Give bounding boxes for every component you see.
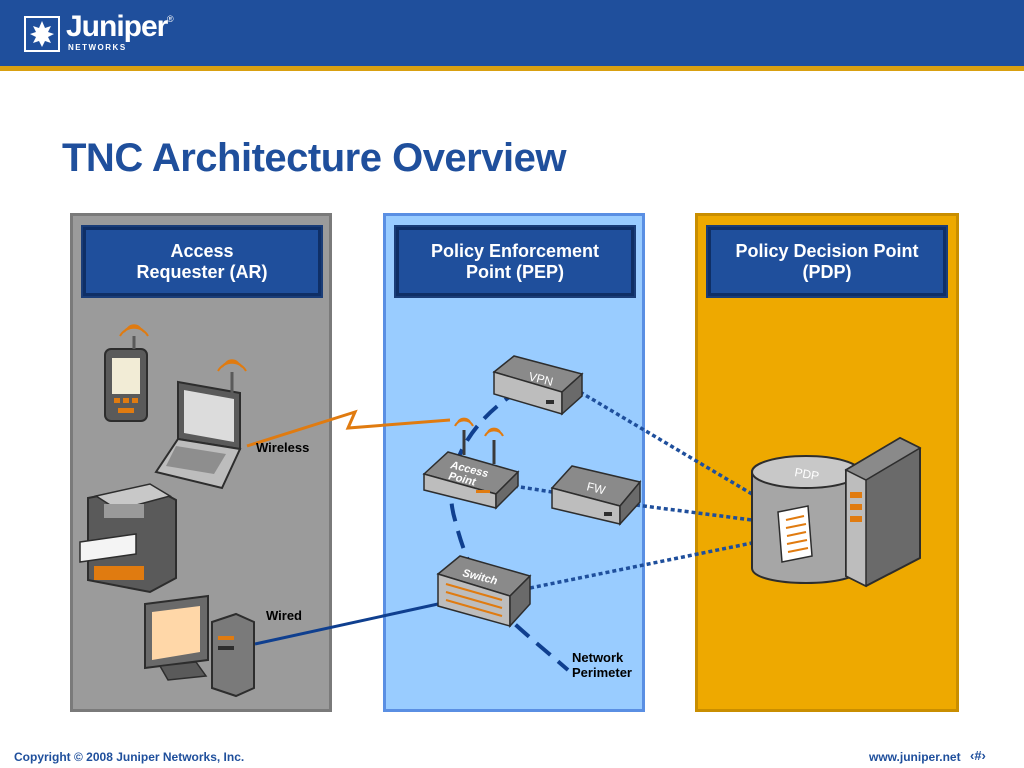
- header-accent-rule: [0, 66, 1024, 71]
- juniper-logo[interactable]: Juniper ® NETWORKS: [24, 10, 184, 54]
- juniper-logo-icon: [24, 16, 60, 52]
- vpn-to-pdp-link: [579, 390, 753, 496]
- access-requester-label-line2: Requester (AR): [136, 262, 268, 282]
- fw-label: FW: [585, 479, 607, 497]
- fw-to-pdp-link: [635, 503, 753, 522]
- policy-enforcement-point-label-line2: Point (PEP): [466, 262, 564, 282]
- wired-link-label: Wired: [266, 608, 302, 623]
- brand-registered-mark: ®: [167, 14, 174, 24]
- policy-enforcement-point-label-line1: Policy Enforcement: [430, 241, 600, 261]
- page-number: ‹#›: [970, 748, 986, 763]
- pdp-server-label: PDP: [793, 465, 820, 483]
- network-perimeter-boundary: [449, 388, 570, 672]
- header-bar: Juniper ® NETWORKS: [0, 0, 1024, 66]
- desktop-computer-icon: [144, 594, 255, 698]
- pdp-tower-server: [844, 436, 922, 588]
- brand-subtitle: NETWORKS: [68, 43, 127, 52]
- network-perimeter-label: Network Perimeter: [572, 650, 632, 680]
- policy-decision-point-label-line1: Policy Decision Point: [735, 241, 919, 261]
- switch-to-pdp-link: [529, 541, 753, 590]
- access-requester-panel: Access Requester (AR): [70, 213, 332, 712]
- access-point-device: [422, 417, 520, 510]
- wired-link: [254, 602, 439, 646]
- access-requester-label: Access Requester (AR): [83, 227, 321, 296]
- policy-decision-point-label-line2: (PDP): [802, 262, 852, 282]
- access-point-to-fw-link: [513, 484, 553, 494]
- printer-device-icon: [79, 483, 177, 594]
- pdp-policy-server: [751, 455, 861, 584]
- access-requester-label-line1: Access: [170, 241, 234, 261]
- network-perimeter-label-line2: Perimeter: [572, 665, 632, 680]
- network-switch-device: [436, 555, 532, 628]
- laptop-device-icon: [154, 359, 247, 490]
- network-perimeter-label-line1: Network: [572, 650, 624, 665]
- brand-name: Juniper: [66, 10, 168, 43]
- slide-title: TNC Architecture Overview: [62, 136, 566, 180]
- policy-decision-point-label: Policy Decision Point (PDP): [708, 227, 946, 296]
- wireless-link-label: Wireless: [256, 440, 310, 455]
- wireless-link: [246, 409, 451, 448]
- policy-enforcement-point-label: Policy Enforcement Point (PEP): [396, 227, 634, 296]
- firewall-appliance: [550, 465, 642, 526]
- copyright-notice: Copyright © 2008 Juniper Networks, Inc.: [14, 750, 245, 764]
- website-link[interactable]: www.juniper.net: [869, 750, 961, 764]
- policy-enforcement-point-panel: Policy Enforcement Point (PEP): [383, 213, 645, 712]
- vpn-appliance: [492, 355, 584, 416]
- vpn-label: VPN: [527, 369, 554, 389]
- pda-device-icon: [104, 324, 149, 422]
